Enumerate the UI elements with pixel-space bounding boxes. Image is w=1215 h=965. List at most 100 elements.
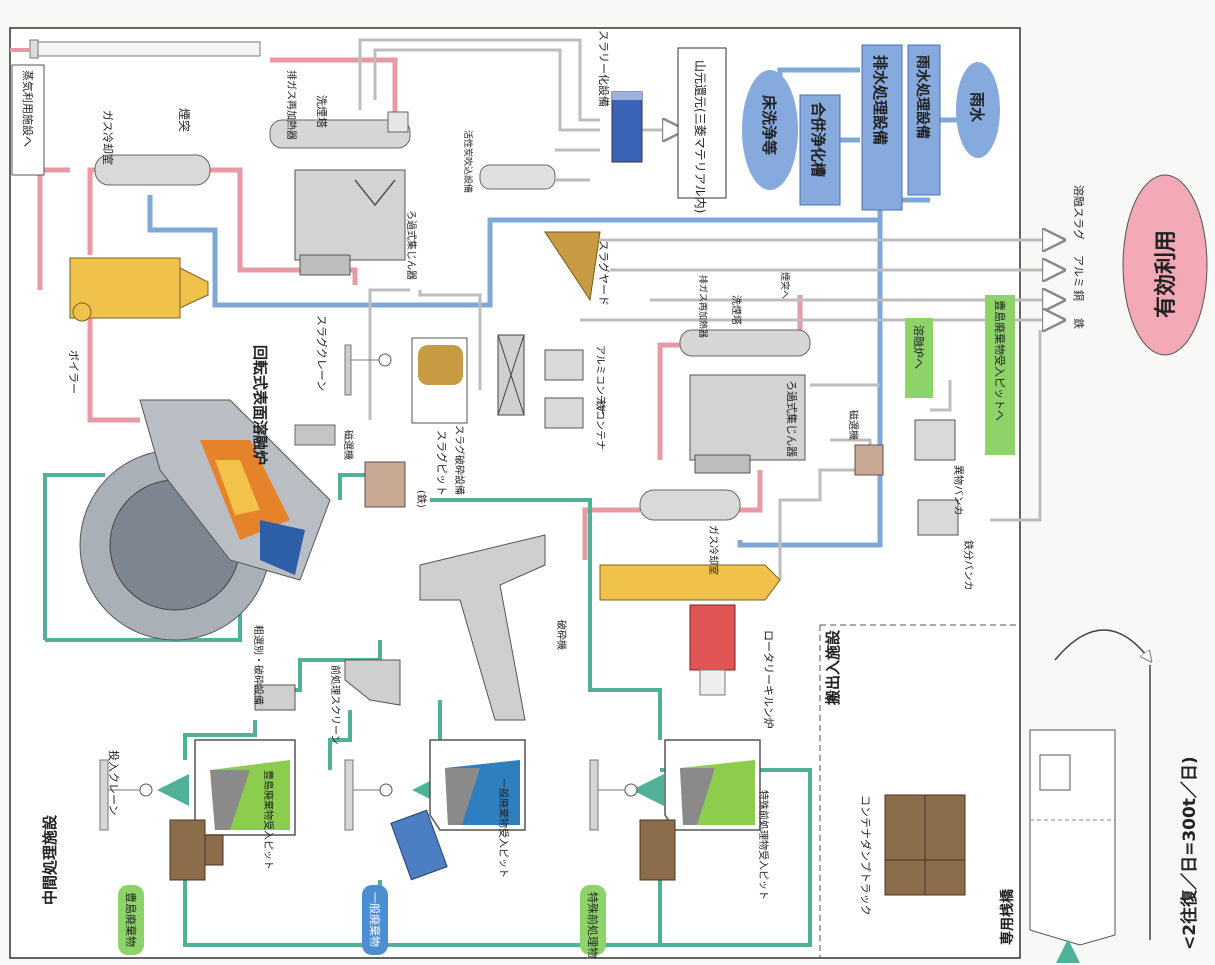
bottom-note: <2往復／日=300t／日) [1179,756,1200,950]
label-exhaust-reheat-1: 排ガス再加熱器 [285,70,298,140]
waste-flow-lines [43,473,812,947]
iron-container-icon [544,397,584,429]
product-flow-lines [358,38,1060,580]
output-labels: 溶融スラグ アルミ 銅 鉄 [1072,185,1086,329]
label-crusher: 破砕機 [555,620,568,650]
steam-box [11,64,45,176]
general-pit-icon [429,739,526,831]
label-activated-carbon: 活性炭吹込設備 [462,130,474,193]
label-to-chimney: 煙突へ [779,272,791,299]
receiving-crane-icon [99,759,638,831]
effective-use-label: 有効利用 [1153,230,1179,318]
pre-screen-icon [344,659,401,706]
label-gas-cooling-1: ガス冷却室 [101,110,115,165]
tag-general-text: 一般廃棄物 [368,892,382,947]
label-floor-wash: 床洗浄等 [760,95,778,155]
wastewater-box [861,44,903,211]
label-teshima-pit: 豊島廃棄物受入ピット [262,770,275,870]
activated-carbon-icon [479,164,590,190]
label-pre-screen: 前処理スクリーン [329,665,342,745]
iron-hopper-icon [917,499,959,536]
output-iron: 鉄 [1072,318,1086,329]
label-cleaning-2: 洗煙塔 [730,295,743,325]
title-main: 中間処理施設 [41,814,59,905]
floor-wash-oval [742,70,798,190]
special-pit-icon [664,739,761,831]
slurry-tank-icon [611,91,643,163]
label-slurry: スラリー化設備 [597,30,611,107]
label-alumi: アルミコンテナ [594,345,606,415]
tag-general [362,885,388,955]
label-exhaust-reheat-2: 排ガス再加熱器 [697,275,709,338]
bag-filter-1-icon [294,169,406,276]
label-slag-crane: スラグクレーン [315,315,329,391]
label-steam: 蒸気利用施設へ [21,70,35,147]
label-gas-cooling-2: ガス冷却室 [707,525,720,575]
label-sorting: 粗選別・破砕設備 [252,625,265,705]
label-bag-filter-2: ろ過式集じん器 [785,380,799,457]
label-receiving-crane: 投入クレーン [107,750,121,815]
output-slag: 溶融スラグ [1072,185,1086,240]
label-slag-pit: スラグピット [435,430,449,496]
label-rotary-kiln: ロータリーキルン炉 [762,630,775,729]
label-magnetic-1: 磁選機 [342,430,355,460]
label-wastewater: 排水処理設備 [871,55,889,145]
title-unloading: 搬出入施設 [824,629,842,705]
mountain-reduction-box [677,47,727,199]
slag-crusher-icon [497,334,525,416]
tag-teshima [118,885,144,955]
teshima-pit-icon [194,739,296,836]
label-special-pit: 特殊前処理物受入ピット [757,790,770,900]
tag-teshima-text: 豊島廃棄物 [124,892,138,947]
to-teshima-pit-tag [985,295,1015,455]
label-chimney: 煙突 [177,108,192,132]
cleaning-tower-1-icon [269,111,411,149]
septic-box [799,94,841,206]
label-general-pit: 一般廃棄物受入ピット [497,778,510,878]
foreign-hopper-icon [914,419,956,461]
label-to-melting: 溶融炉へ [912,325,926,369]
sorting-icon [254,684,296,711]
ship-icon [1029,729,1116,946]
label-iron-hopper: 鉄分バンカ [962,540,975,591]
cleaning-tower-2-icon [679,329,811,357]
tag-special [580,885,606,955]
tag-special-text: 特殊前処理物 [586,892,600,958]
slag-crane-icon [344,344,392,396]
alumi-container-icon [544,349,584,381]
truck-icons [169,794,966,896]
label-rotary-furnace: 回転式表面溶融炉 [251,345,269,465]
label-mountain: 山元還元(三菱マテリアル内) [693,60,707,213]
label-septic: 合併浄化槽 [809,101,827,177]
label-rain: 雨水 [968,92,986,123]
dock-label: 専用桟橋 [999,888,1016,945]
crusher-icon [419,534,546,721]
effective-use-oval [1122,174,1208,356]
label-foreign-hopper: 異物バンカ [952,465,965,516]
label-slag-crusher: スラグ破砕設備 [453,425,466,495]
ship-route-arc [1054,629,1150,660]
gas-cooling-tower-1 [94,154,211,186]
label-slag-yard: スラグヤード [597,240,611,306]
chimney-icon [10,39,261,59]
label-magnetic-2: 磁選機 [847,410,860,440]
label-bag-filter-1: ろ過式集じん器 [405,210,418,280]
label-rainwater: 雨水処理設備 [914,55,931,139]
magnetic-sep-2-icon [854,444,884,476]
magnetic-sep-1-icon [364,461,406,508]
output-alumi: アルミ [1072,255,1085,288]
boiler-icon [69,257,209,322]
gas-cooling-tower-2 [639,489,741,521]
label-iron-mark: (鉄) [415,490,428,508]
label-container-truck: コンテナダンプトラック [859,795,873,916]
bag-filter-2-icon [689,374,806,474]
output-copper: 銅 [1072,290,1086,301]
rotary-furnace-icon [79,399,336,641]
rain-oval [956,62,1000,158]
label-iron-container: 鉄コンテナ [594,400,607,450]
rotary-kiln-icon [599,564,781,696]
slag-yard-icon [544,231,601,302]
label-boiler: ボイラー [67,350,80,394]
